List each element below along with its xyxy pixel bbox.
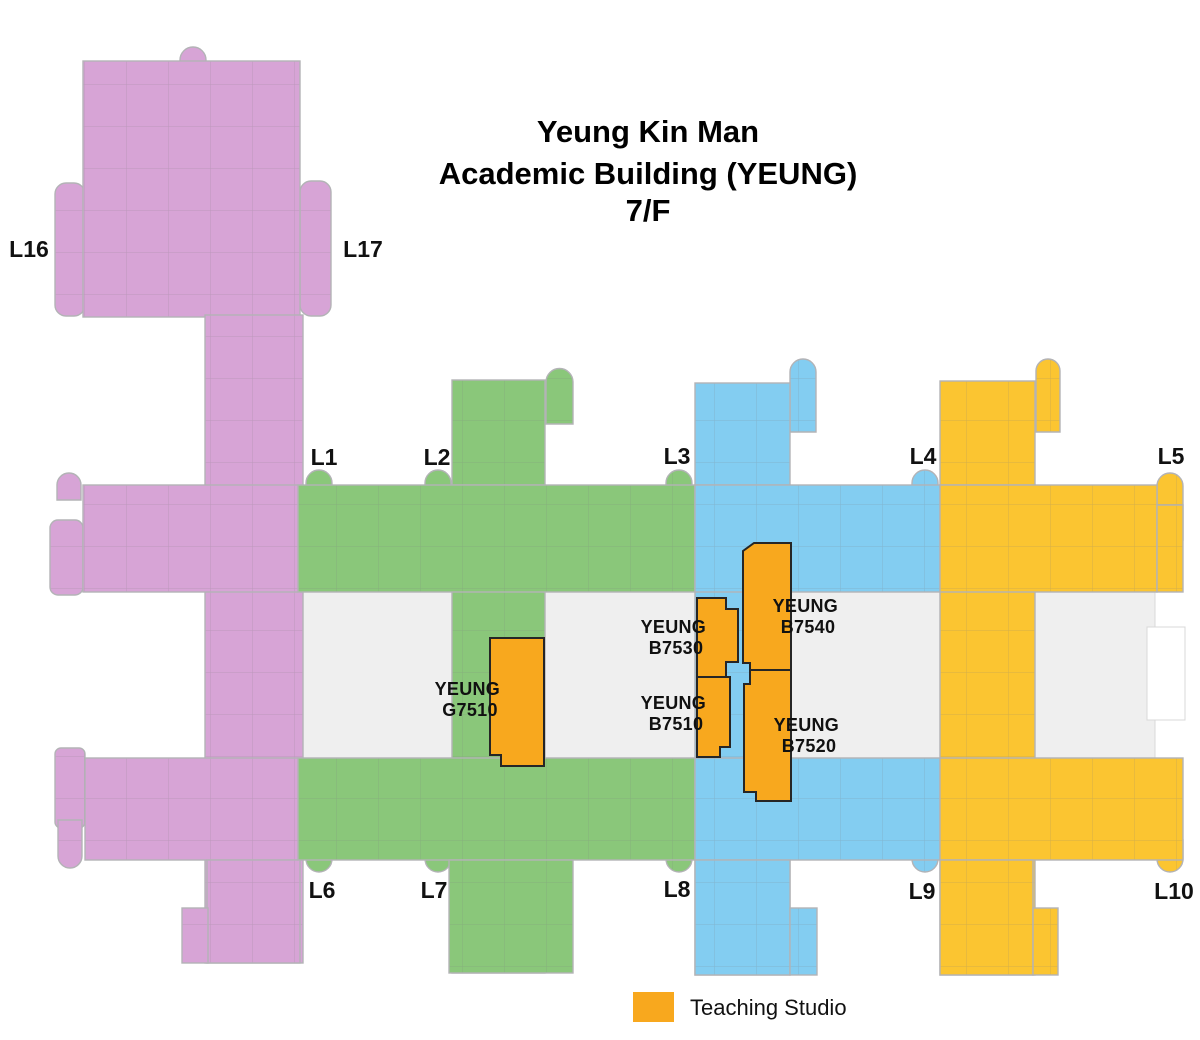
room-label-b7540: YEUNG B7540 (773, 596, 844, 637)
purple-right-lift-tab (299, 180, 332, 317)
purple-top-band (82, 484, 304, 593)
blue-top-block (694, 382, 791, 488)
legend: Teaching Studio (633, 992, 847, 1022)
room-label-b7540-line2: B7540 (781, 617, 836, 637)
green-top-stair-bump (545, 367, 574, 425)
yellow-top-stair-bump (1035, 358, 1061, 433)
room-yeung-b7520 (743, 669, 792, 802)
yellow-top-band (939, 484, 1158, 593)
room-label-b7520-line2: B7520 (782, 736, 837, 756)
void-west (297, 591, 453, 759)
purple-wing-stair-bump (56, 472, 82, 501)
room-label-b7510: YEUNG B7510 (641, 693, 712, 734)
lift-label-l17: L17 (343, 236, 383, 262)
room-label-g7510: YEUNG G7510 (435, 679, 506, 720)
room-label-b7520: YEUNG B7520 (774, 715, 845, 756)
room-label-b7540-line1: YEUNG (773, 596, 839, 616)
purple-left-lift-tab (54, 182, 86, 317)
legend-teaching-studio-swatch (633, 992, 674, 1022)
room-yeung-b7510 (696, 676, 731, 758)
lift-label-l8: L8 (664, 876, 691, 902)
room-label-b7530-line1: YEUNG (641, 617, 707, 637)
room-label-g7510-line2: G7510 (442, 700, 498, 720)
zone-yellow-wing (939, 358, 1184, 976)
purple-southwest-tab (54, 747, 86, 829)
void-east (1034, 591, 1156, 759)
lift-label-l9: L9 (909, 878, 936, 904)
room-label-g7510-line1: YEUNG (435, 679, 501, 699)
green-bottom-band (297, 757, 696, 861)
title-line-3: 7/F (626, 193, 671, 228)
zone-purple-wing (49, 46, 332, 964)
lift-label-l2: L2 (424, 444, 451, 470)
void-center-west (544, 591, 696, 759)
lift-label-l5: L5 (1158, 443, 1185, 469)
room-labels: YEUNG G7510 YEUNG B7530 YEUNG B7540 YEUN… (435, 596, 845, 756)
map-title: Yeung Kin Man Academic Building (YEUNG) … (439, 114, 858, 228)
void-east-notch (1146, 626, 1186, 721)
zone-green-wing (297, 367, 696, 974)
green-top-block (451, 379, 546, 488)
purple-top-block (82, 60, 301, 318)
lift-label-l7: L7 (421, 877, 448, 903)
room-label-b7530-line2: B7530 (649, 638, 704, 658)
lift-label-l10: L10 (1154, 878, 1194, 904)
lift-label-l6: L6 (309, 877, 336, 903)
room-label-b7530: YEUNG B7530 (641, 617, 712, 658)
blue-bottom-block (694, 859, 791, 976)
room-yeung-b7540 (742, 542, 792, 671)
lift-label-l1: L1 (311, 444, 338, 470)
teaching-studios (489, 542, 792, 802)
yellow-bottom-block (939, 859, 1034, 976)
blue-top-stair-bump (789, 358, 817, 433)
yellow-bottom-stair-tab (1032, 907, 1059, 976)
yellow-top-block (939, 380, 1036, 488)
green-bottom-block (448, 859, 574, 974)
purple-bottom-band (84, 757, 304, 861)
lift-labels: L16 L17 L1 L2 L3 L4 L5 L6 L7 L8 L9 L10 (9, 236, 1194, 904)
title-line-2: Academic Building (YEUNG) (439, 156, 858, 191)
blue-bottom-stair-tab (789, 907, 818, 976)
room-label-b7520-line1: YEUNG (774, 715, 840, 735)
room-yeung-g7510 (489, 637, 545, 767)
yellow-east-strip (1156, 504, 1184, 593)
yellow-bottom-band (939, 757, 1184, 861)
purple-bottom-stair-tab (181, 907, 209, 964)
blue-bottom-band (694, 757, 941, 861)
title-line-1: Yeung Kin Man (537, 114, 759, 149)
legend-teaching-studio-label: Teaching Studio (690, 995, 847, 1020)
blue-top-band (694, 484, 941, 593)
lift-label-l3: L3 (664, 443, 691, 469)
purple-west-tab (49, 519, 84, 596)
green-top-band (297, 484, 696, 593)
lift-label-l16: L16 (9, 236, 49, 262)
room-label-b7510-line1: YEUNG (641, 693, 707, 713)
purple-southwest-stair-bump (57, 819, 83, 869)
lift-label-l4: L4 (910, 443, 937, 469)
room-label-b7510-line2: B7510 (649, 714, 704, 734)
purple-bottom-block (206, 859, 301, 964)
